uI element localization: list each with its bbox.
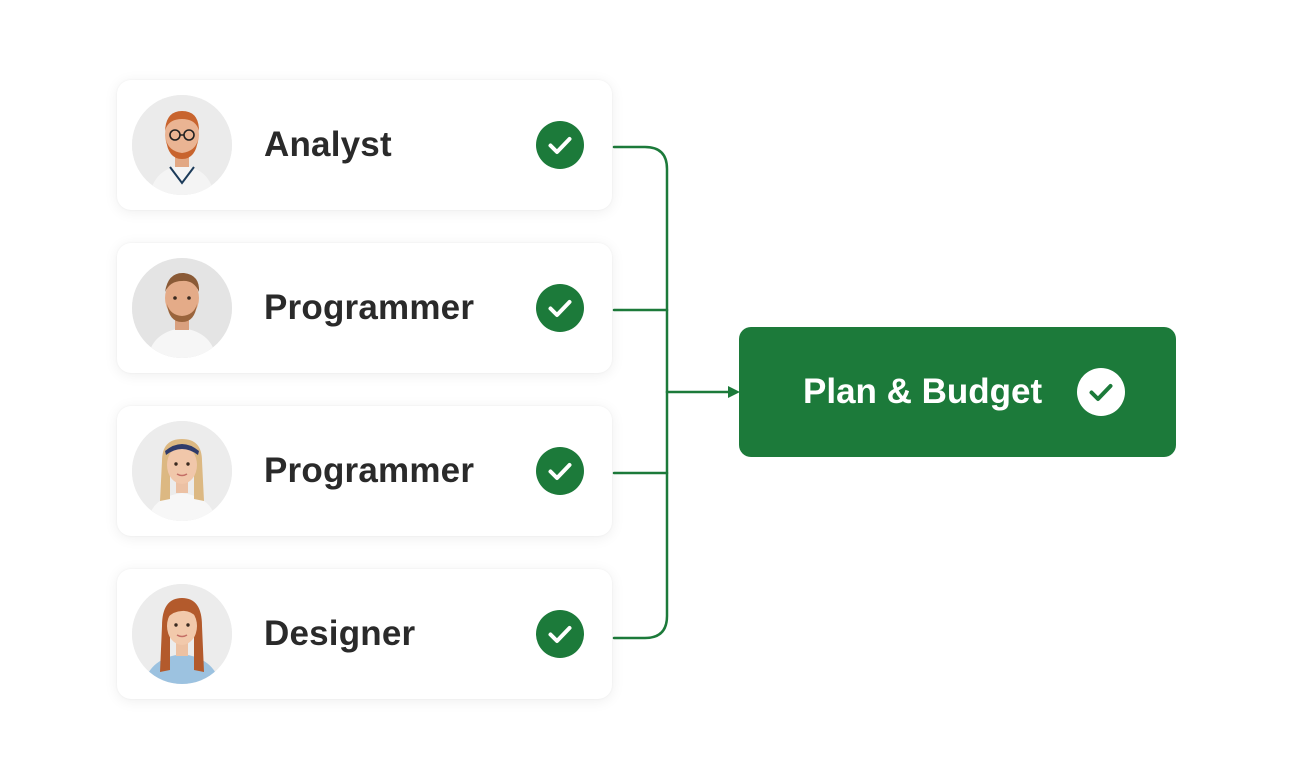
check-circle-icon [536,610,584,658]
avatar [132,258,232,358]
role-label: Programmer [264,451,475,490]
avatar [132,421,232,521]
arrow-head-icon [728,386,740,398]
target-label: Plan & Budget [803,372,1043,411]
avatar [132,584,232,684]
plan-budget-box[interactable]: Plan & Budget [739,327,1176,457]
role-card-designer[interactable]: Designer [117,569,612,699]
check-circle-icon [536,284,584,332]
role-card-programmer[interactable]: Programmer [117,406,612,536]
check-circle-icon [1077,368,1125,416]
role-card-analyst[interactable]: Analyst [117,80,612,210]
connector-designer [612,390,669,640]
check-circle-icon [536,447,584,495]
role-card-programmer[interactable]: Programmer [117,243,612,373]
role-label: Programmer [264,288,475,327]
role-label: Designer [264,614,416,653]
avatar [132,95,232,195]
check-circle-icon [536,121,584,169]
connector-analyst [612,145,669,394]
role-label: Analyst [264,125,392,164]
